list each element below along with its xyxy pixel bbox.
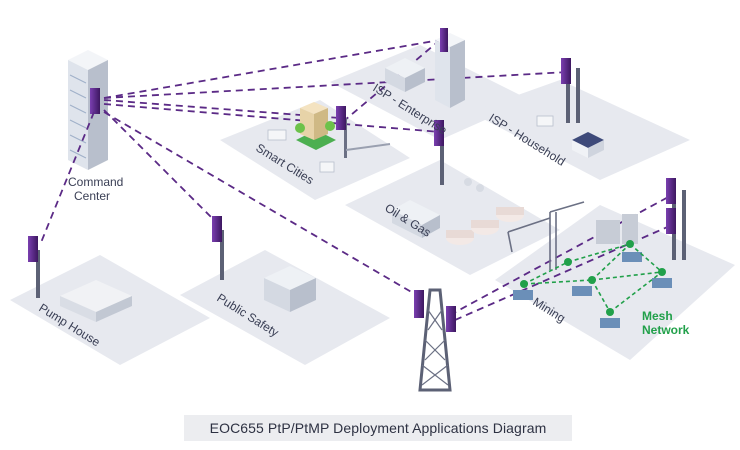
caption-box: EOC655 PtP/PtMP Deployment Applications … — [184, 415, 572, 441]
crane — [507, 201, 585, 270]
link-to-oil-gas — [103, 103, 441, 133]
pump-house-scene — [28, 236, 132, 322]
mesh-label-line1: Mesh — [642, 309, 673, 323]
platform-smart-cities — [220, 100, 410, 200]
link-to-public-safety — [103, 109, 223, 229]
diagram-caption: EOC655 PtP/PtMP Deployment Applications … — [209, 420, 547, 436]
household-scene — [536, 58, 604, 158]
smart-cities-scene — [267, 102, 391, 173]
public-safety-scene — [212, 216, 316, 312]
command-center-building — [68, 50, 108, 170]
platform-isp-household — [470, 80, 690, 180]
link-to-main-tower — [103, 111, 426, 301]
link-to-household — [103, 71, 569, 99]
mesh-label-line2: Network — [642, 323, 690, 337]
mining-vehicles — [513, 252, 672, 328]
oil-gas-scene — [392, 120, 524, 245]
link-to-enterprise — [103, 39, 441, 99]
main-tower — [414, 288, 456, 392]
mesh-network — [520, 240, 666, 316]
mining-scene — [513, 178, 686, 328]
command-center-label-line2: Center — [74, 189, 110, 203]
command-center-label-line1: Command — [68, 175, 123, 189]
platform-oil-gas — [345, 160, 560, 275]
enterprise-buildings — [385, 28, 465, 108]
